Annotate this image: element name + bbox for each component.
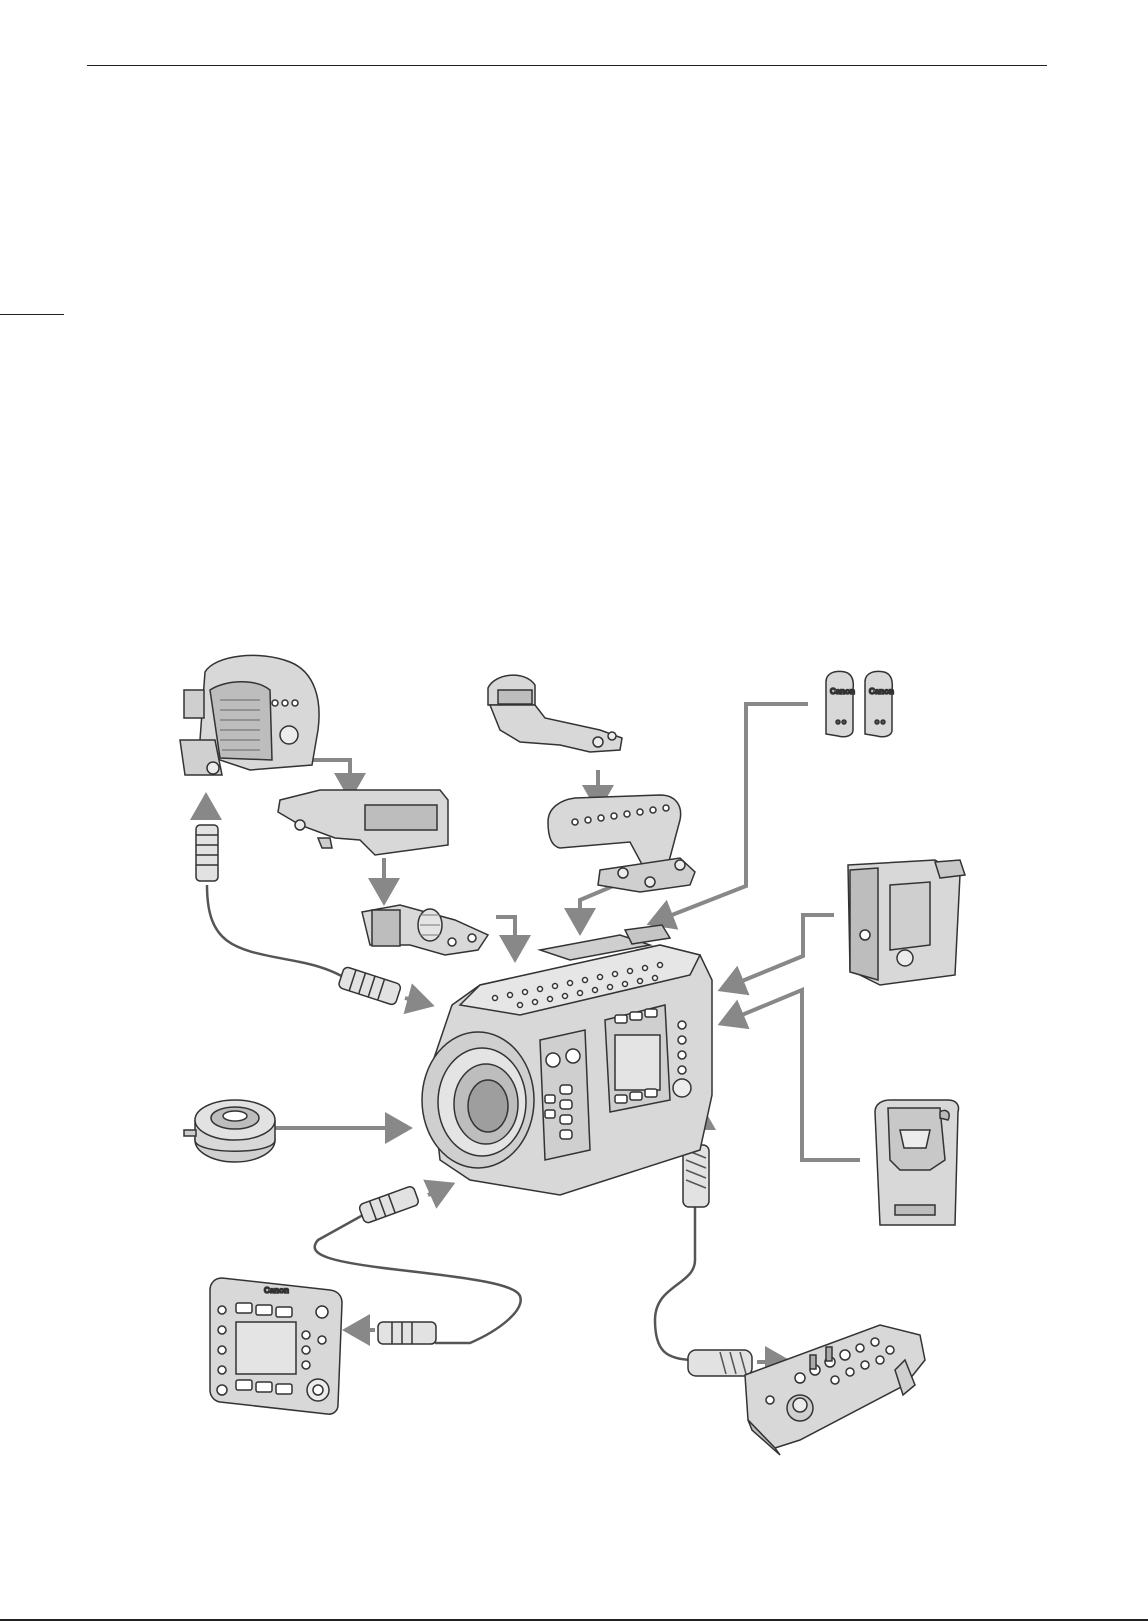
arrow-handle-to-camera (580, 884, 618, 928)
viewfinder-mount (362, 905, 488, 955)
adapter-2: Canon (865, 671, 894, 736)
remote-operation-unit: Canon (210, 1278, 342, 1414)
remote-controller (745, 1325, 925, 1455)
arrow-remote-cable-to-camera (428, 1186, 448, 1195)
wireless-adapters: Canon Canon (826, 671, 894, 736)
arrow-cable-to-camera (405, 998, 427, 1004)
camera-side-panel (540, 1030, 590, 1160)
rc-cable (655, 1205, 695, 1360)
arrow-viewfinder-to-bracket (312, 760, 350, 793)
viewfinder-cable (207, 885, 345, 978)
viewfinder-cable-plug (196, 825, 218, 881)
svg-text:Canon: Canon (830, 687, 855, 696)
camera-side-plug (338, 966, 402, 1005)
lens-mount (422, 1032, 534, 1168)
adapter-1: Canon (826, 671, 855, 736)
electronic-viewfinder (180, 655, 319, 775)
shim-adapter (184, 1100, 275, 1162)
battery-pack (875, 1100, 959, 1225)
remote-unit-side-plug (378, 1322, 436, 1344)
remote-unit-camera-plug (358, 1185, 419, 1224)
svg-text:Canon: Canon (264, 1286, 289, 1295)
svg-text:Canon: Canon (869, 687, 894, 696)
top-handle (548, 795, 695, 892)
arrow-mount-to-camera (496, 917, 515, 955)
arrow-battery-adapter-to-camera (725, 915, 834, 988)
rc-remote-plug (688, 1350, 752, 1376)
camera-body (422, 925, 712, 1195)
handle-mount (488, 675, 622, 752)
viewfinder-bracket (278, 790, 448, 855)
arrow-battery-to-camera (725, 990, 860, 1160)
battery-adapter (848, 860, 965, 985)
